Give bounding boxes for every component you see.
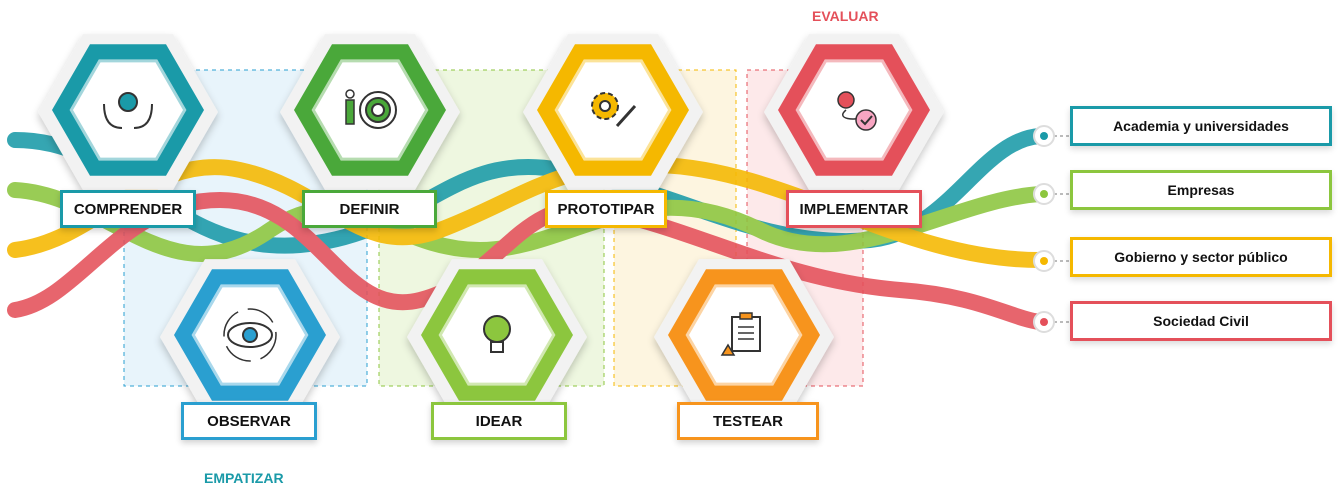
hexagon-definir: [280, 34, 460, 190]
lightbulb-icon: [483, 315, 511, 353]
sector-connectors: [1033, 125, 1070, 333]
hexagon-observar: [160, 259, 340, 415]
hexagon-prototipar: [523, 34, 703, 190]
empatizar-heading: EMPATIZAR: [204, 470, 284, 486]
stage-label-prototipar: PROTOTIPAR: [545, 190, 667, 228]
target-icon: [345, 89, 397, 129]
connector-gobierno: [1033, 250, 1070, 272]
sector-empresas: Empresas: [1070, 170, 1332, 210]
sector-sociedad: Sociedad Civil: [1070, 301, 1332, 341]
connector-sociedad: [1033, 311, 1070, 333]
process-check-icon: [837, 91, 877, 131]
sector-academia: Academia y universidades: [1070, 106, 1332, 146]
hexagon-implementar: [764, 34, 944, 190]
evaluar-heading: EVALUAR: [812, 8, 879, 24]
stage-label-comprender: COMPRENDER: [60, 190, 196, 228]
stage-label-definir: DEFINIR: [302, 190, 437, 228]
ribbon-green: [7, 182, 1048, 262]
hexagon-comprender: [38, 34, 218, 190]
hexagon-inner: [795, 59, 913, 161]
clipboard-icon: [720, 312, 761, 356]
sector-gobierno: Gobierno y sector público: [1070, 237, 1332, 277]
stage-label-implementar: IMPLEMENTAR: [786, 190, 922, 228]
gear-pencil-icon: [591, 92, 637, 128]
stage-label-testear: TESTEAR: [677, 402, 819, 440]
stage-label-idear: IDEAR: [431, 402, 567, 440]
hexagon-testear: [654, 259, 834, 415]
hexagon-idear: [407, 259, 587, 415]
eye-icon: [223, 308, 277, 362]
connector-academia: [1033, 125, 1070, 147]
hands-lightbulb-icon: [103, 92, 153, 129]
connector-empresas: [1033, 183, 1070, 205]
stage-label-observar: OBSERVAR: [181, 402, 317, 440]
